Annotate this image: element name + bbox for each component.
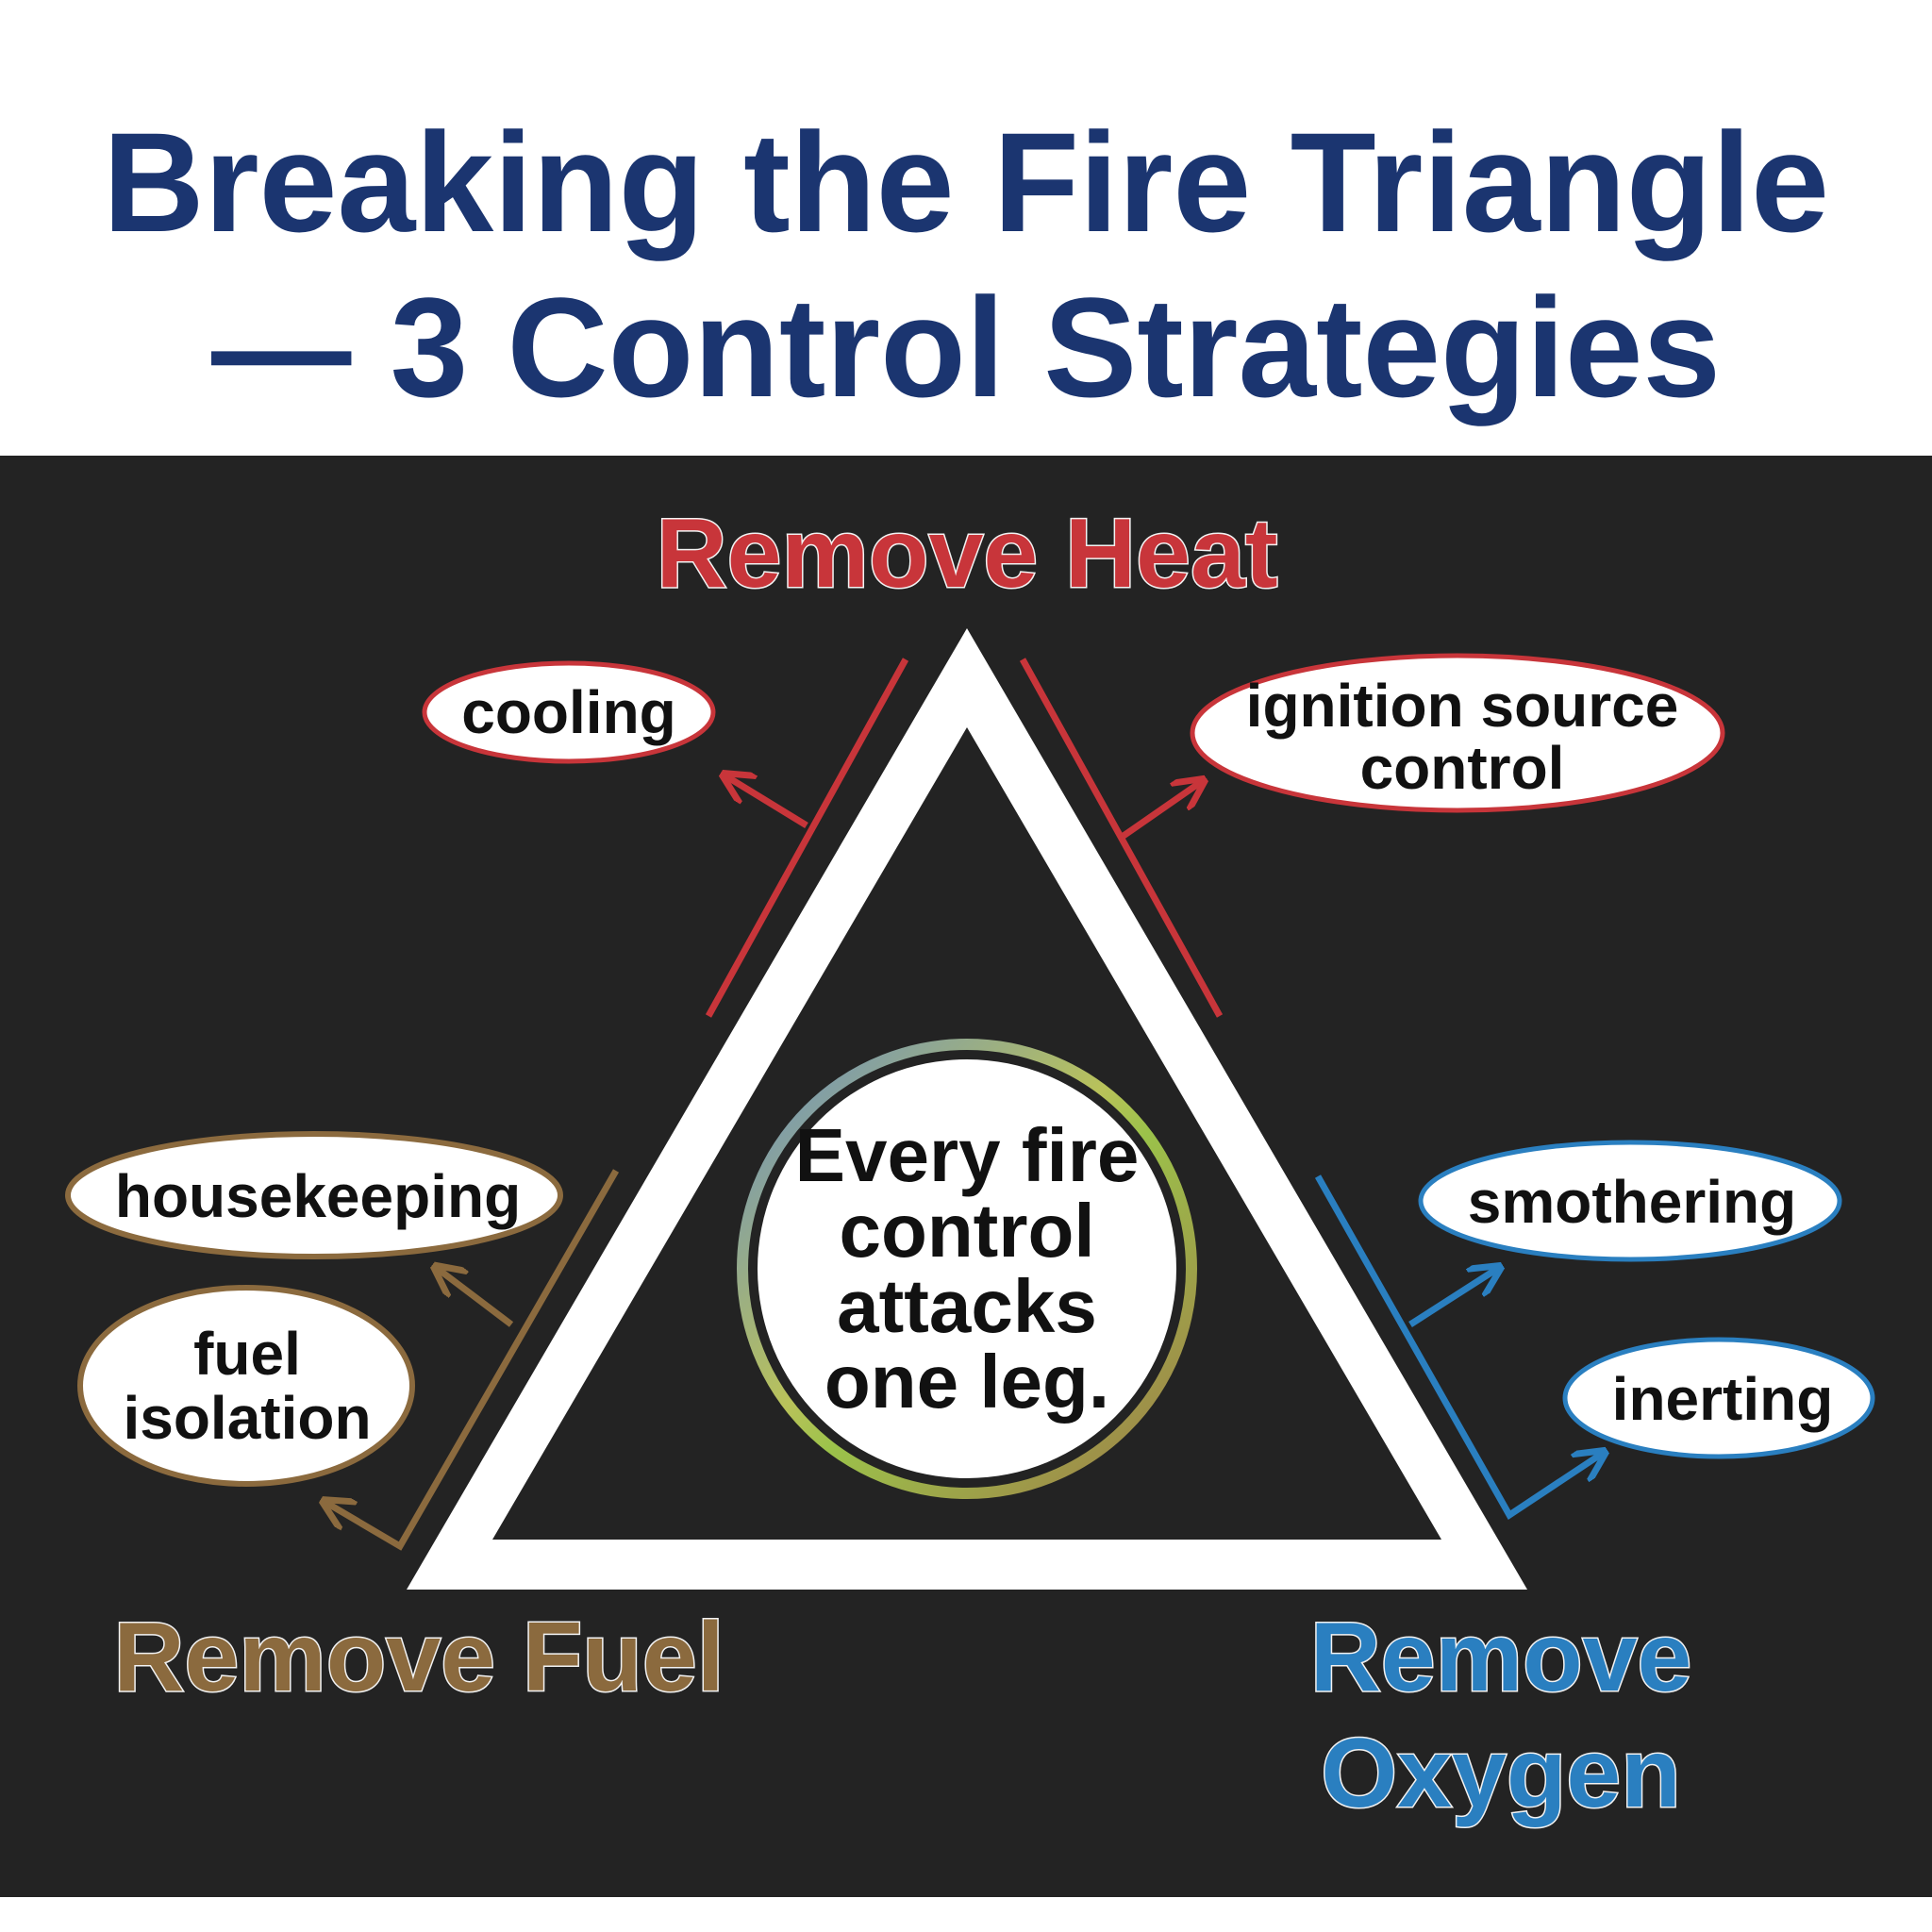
ignition-label-line-2: control (1360, 734, 1565, 802)
fuel-isolation-line-2: isolation (123, 1384, 371, 1452)
smothering-label: smothering (1468, 1168, 1796, 1236)
housekeeping-label: housekeeping (115, 1162, 521, 1230)
center-text-line-1: Every fire (795, 1113, 1140, 1197)
heat-connectors (705, 658, 1224, 1018)
oval-smothering: smothering (1418, 1140, 1842, 1262)
oval-cooling: cooling (422, 660, 716, 764)
center-ring (737, 1039, 1197, 1499)
ignition-label-line-1: ignition source (1246, 672, 1679, 740)
center-text-line-3: attacks (837, 1264, 1097, 1348)
oval-ignition-source-control: ignition source control (1190, 653, 1725, 813)
oxygen-connectors (1314, 1174, 1602, 1520)
title-line-2: — 3 Control Strategies (211, 268, 1721, 426)
title-line-1: Breaking the Fire Triangle (103, 103, 1829, 261)
oval-inerting: inerting (1562, 1337, 1875, 1459)
center-text-line-4: one leg. (824, 1340, 1109, 1424)
fuel-connectors (326, 1169, 620, 1551)
center-circle (758, 1059, 1176, 1478)
oval-fuel-isolation: fuel isolation (77, 1285, 415, 1487)
remove-oxygen-label-line-1: Remove (1310, 1603, 1692, 1712)
remove-heat-label: Remove Heat (657, 499, 1278, 608)
cooling-label: cooling (461, 678, 676, 746)
center-text-line-2: control (839, 1189, 1094, 1273)
remove-fuel-label: Remove Fuel (113, 1603, 724, 1712)
remove-oxygen-label-line-2: Oxygen (1321, 1719, 1680, 1828)
oval-housekeeping: housekeeping (65, 1131, 563, 1259)
fuel-isolation-line-1: fuel (193, 1320, 301, 1388)
inerting-label: inerting (1612, 1365, 1834, 1433)
